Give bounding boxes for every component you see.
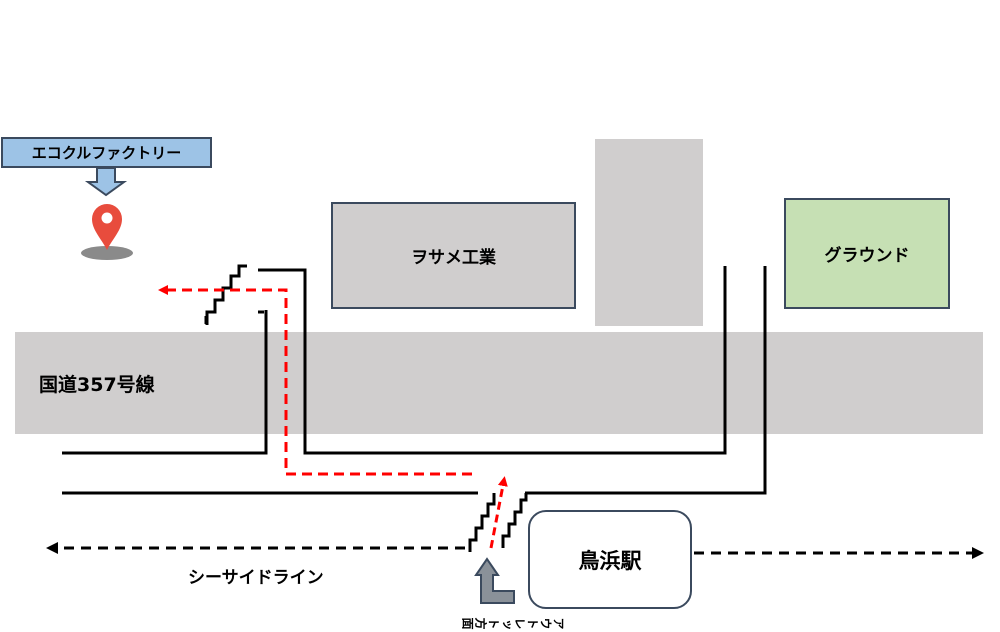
railway-label: シーサイドライン bbox=[188, 568, 324, 588]
company-label: ヲサメ工業 bbox=[411, 248, 496, 268]
stairs-upper bbox=[205, 264, 247, 325]
building-block bbox=[595, 139, 703, 326]
railway-line bbox=[46, 542, 984, 559]
outlet-direction-label: アウトレット方面 bbox=[461, 616, 565, 630]
company-building[interactable]: ヲサメ工業 bbox=[331, 202, 576, 309]
walkway-lines bbox=[62, 264, 767, 552]
station-label: 鳥浜駅 bbox=[578, 548, 642, 573]
stairs-station-left bbox=[468, 493, 496, 552]
road-label: 国道357号線 bbox=[39, 373, 155, 396]
walkway-west bbox=[62, 310, 268, 455]
ground-area[interactable]: グラウンド bbox=[784, 198, 950, 309]
walking-route bbox=[158, 285, 508, 549]
start-arrow-icon bbox=[474, 557, 515, 604]
factory-label[interactable]: エコクルファクトリー bbox=[1, 137, 212, 168]
map-lines bbox=[46, 167, 984, 604]
walkway-north bbox=[258, 266, 727, 455]
pointer-arrow-icon bbox=[84, 167, 128, 197]
walkway-south-right bbox=[525, 266, 767, 495]
station-building[interactable]: 鳥浜駅 bbox=[528, 510, 692, 609]
location-pin-icon[interactable] bbox=[81, 204, 133, 260]
stairs-station-right bbox=[501, 493, 528, 548]
route-from-station bbox=[489, 476, 508, 549]
ground-label: グラウンド bbox=[824, 246, 910, 266]
national-road: 国道357号線 bbox=[15, 332, 983, 434]
route-to-factory bbox=[158, 285, 472, 476]
